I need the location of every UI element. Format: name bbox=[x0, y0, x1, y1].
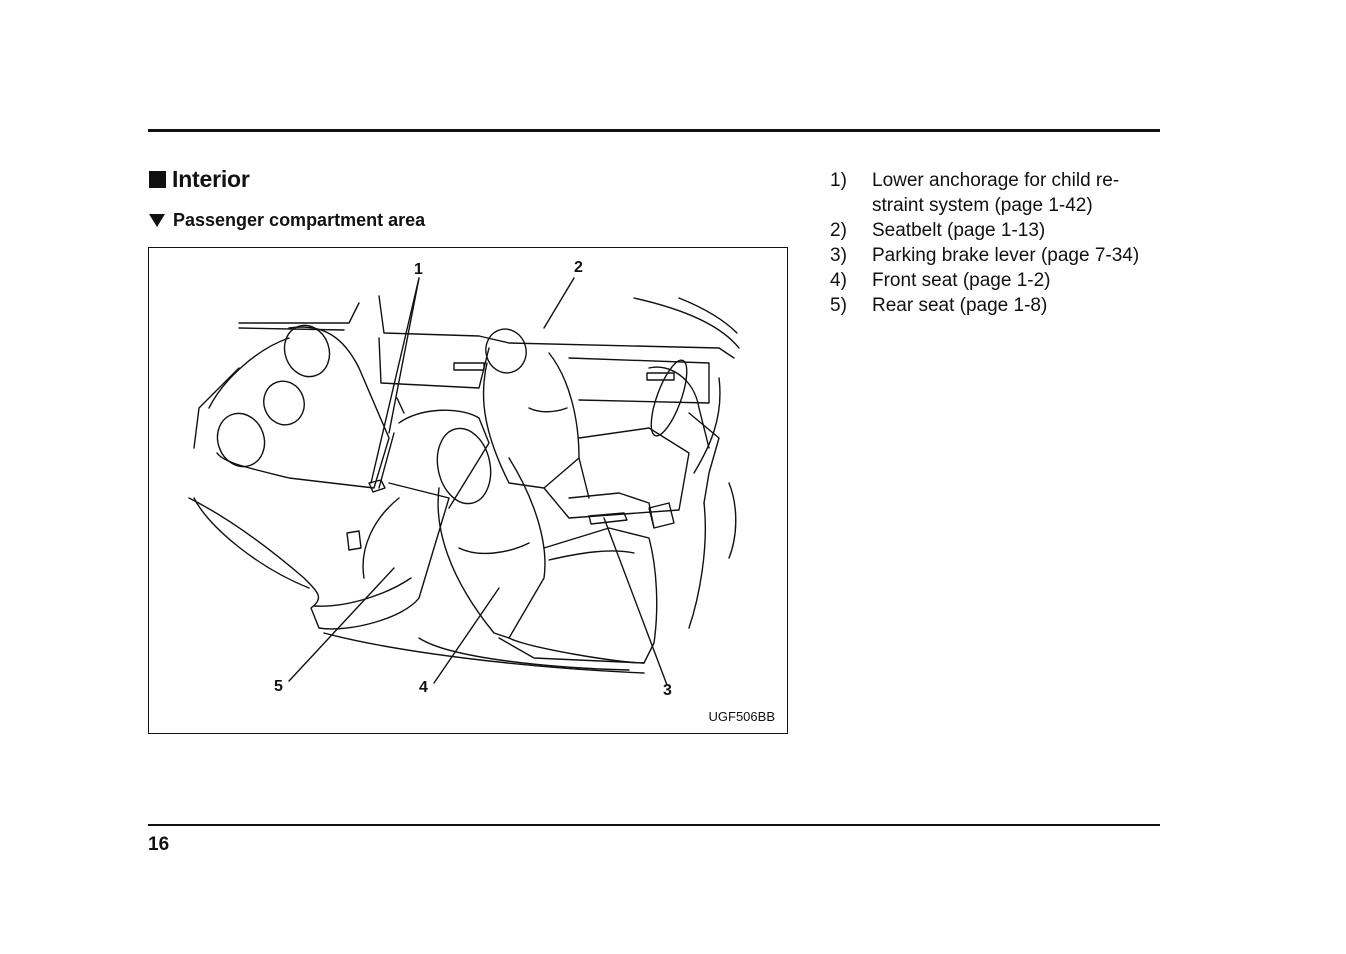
down-triangle-icon bbox=[149, 214, 165, 227]
legend-item-number: 1) bbox=[830, 170, 847, 191]
callout-3: 3 bbox=[663, 682, 672, 699]
legend-item-number: 5) bbox=[830, 295, 847, 316]
callout-1: 1 bbox=[414, 261, 423, 278]
callout-4: 4 bbox=[419, 679, 428, 696]
legend-item: 1) Lower anchorage for child re-straint … bbox=[830, 168, 1170, 218]
subsection-title: Passenger compartment area bbox=[173, 210, 426, 230]
legend-item-text: Seatbelt (page 1-13) bbox=[872, 220, 1046, 241]
legend-item-text: Front seat (page 1-2) bbox=[872, 270, 1051, 291]
section-title: Interior bbox=[172, 166, 250, 192]
bottom-rule bbox=[148, 824, 1160, 826]
subsection-heading: Passenger compartment area bbox=[149, 210, 425, 231]
legend-item-number: 2) bbox=[830, 220, 847, 241]
legend-item-text: Lower anchorage for child re-straint sys… bbox=[872, 170, 1120, 216]
legend-item: 4) Front seat (page 1-2) bbox=[830, 268, 1170, 293]
callout-2: 2 bbox=[574, 259, 583, 276]
top-rule bbox=[148, 129, 1160, 132]
black-square-icon bbox=[149, 171, 166, 188]
legend-item-text: Parking brake lever (page 7-34) bbox=[872, 245, 1140, 266]
car-interior-drawing bbox=[188, 277, 740, 686]
legend-item: 5) Rear seat (page 1-8) bbox=[830, 293, 1170, 318]
legend-item-number: 4) bbox=[830, 270, 847, 291]
figure-code: UGF506BB bbox=[708, 709, 775, 724]
callout-5: 5 bbox=[274, 678, 283, 695]
section-heading: Interior bbox=[149, 166, 250, 193]
legend-item: 2) Seatbelt (page 1-13) bbox=[830, 218, 1170, 243]
interior-illustration: 1 2 3 4 5 UGF506BB bbox=[148, 247, 788, 734]
legend-item-number: 3) bbox=[830, 245, 847, 266]
legend-item-text: Rear seat (page 1-8) bbox=[872, 295, 1048, 316]
legend-item: 3) Parking brake lever (page 7-34) bbox=[830, 243, 1170, 268]
legend-list: 1) Lower anchorage for child re-straint … bbox=[830, 168, 1170, 318]
page-number: 16 bbox=[148, 834, 170, 855]
